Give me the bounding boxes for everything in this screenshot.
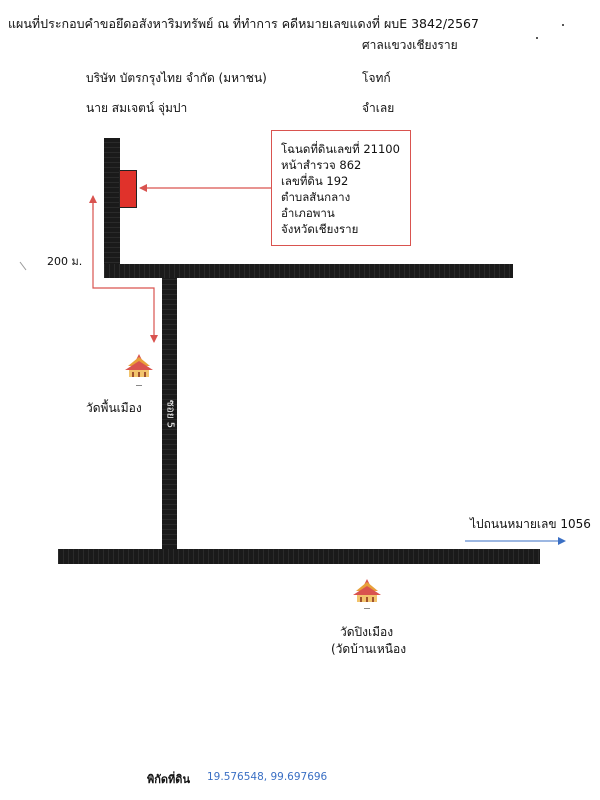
temple-icon [125, 354, 153, 377]
temple-icon [353, 579, 381, 602]
parcel-province: จังหวัดเชียงราย [281, 222, 359, 236]
defendant-role: จำเลย [362, 101, 395, 115]
coords-label: พิกัดที่ดิน [147, 773, 190, 786]
temple-base-mark [364, 608, 370, 609]
direction-label: ไปถนนหมายเลข 1056 [470, 517, 591, 531]
parcel-survey-page: หน้าสำรวจ 862 [281, 158, 362, 172]
temple-2-label-line2: (วัดบ้านเหนือง [331, 642, 407, 656]
parcel-subdistrict: ตำบลสันกลาง [281, 190, 351, 204]
parcel-info-box: โฉนดที่ดินเลขที่ 21100 หน้าสำรวจ 862 เลข… [271, 130, 411, 246]
parcel-district: อำเภอพาน [281, 206, 335, 220]
road-horizontal-upper [104, 264, 513, 278]
parcel-land-number: เลขที่ดิน 192 [281, 174, 349, 188]
plaintiff-name: บริษัท บัตรกรุงไทย จำกัด (มหาชน) [86, 71, 267, 85]
speck [562, 24, 564, 26]
page-title: แผนที่ประกอบคำขอยึดอสังหาริมทรัพย์ ณ ที่… [8, 16, 479, 31]
defendant-name: นาย สมเจตน์ จุ่มปา [86, 101, 188, 115]
speck [536, 37, 538, 39]
route-arrow [92, 200, 158, 343]
plaintiff-role: โจทก์ [362, 71, 391, 85]
road-horizontal-lower [58, 549, 540, 564]
coords-value: 19.576548, 99.697696 [207, 771, 328, 783]
temple-1-label: วัดพื้นเมือง [86, 401, 142, 415]
temple-base-mark [136, 385, 142, 386]
temple-2-label-line1: วัดปิงเมือง [340, 625, 394, 639]
land-plot-marker [119, 170, 137, 208]
road-vertical-north [104, 138, 120, 278]
road-soi-5 [162, 278, 177, 550]
court-name: ศาลแขวงเชียงราย [362, 38, 458, 52]
parcel-deed-number: โฉนดที่ดินเลขที่ 21100 [281, 142, 400, 156]
distance-label: 200 ม. [47, 255, 83, 268]
